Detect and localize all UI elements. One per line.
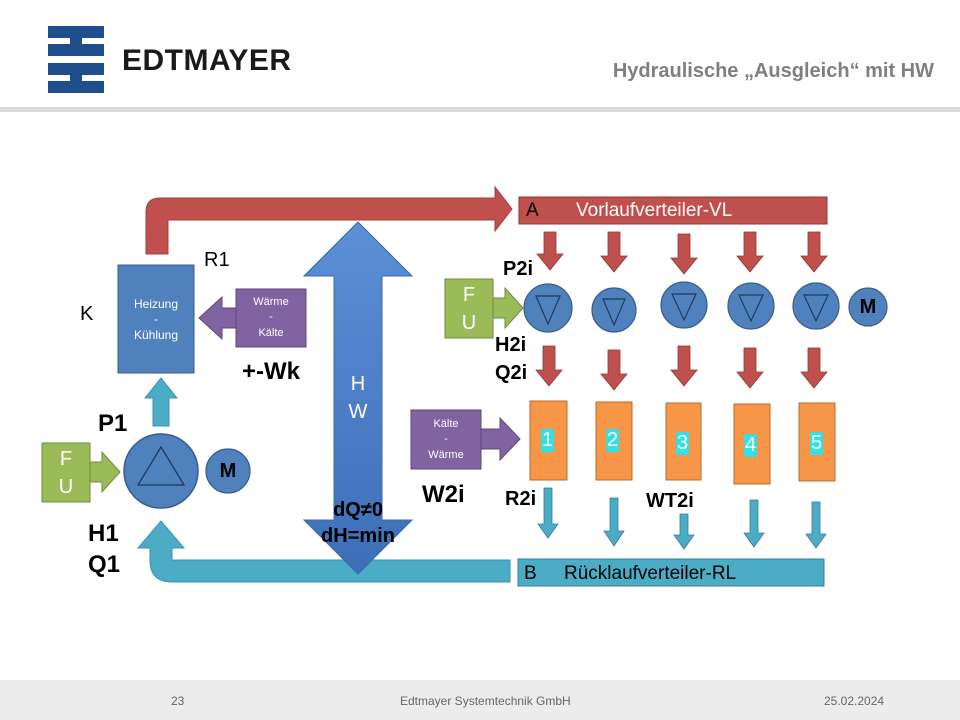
label-wt2i: WT2i bbox=[646, 490, 694, 512]
branch-pump-motor-label: M bbox=[859, 296, 877, 318]
label-wk: +-Wk bbox=[242, 358, 301, 385]
source-box-line-1: Heizung bbox=[133, 297, 179, 311]
kalte-warme-line-2: - bbox=[444, 433, 448, 445]
branch-4 bbox=[727, 231, 775, 548]
branch-2 bbox=[591, 231, 637, 547]
page-title: Hydraulische „Ausgleich“ mit HW bbox=[612, 60, 934, 82]
hw-double-arrow bbox=[302, 221, 414, 575]
warme-kalte-line-2: - bbox=[269, 311, 273, 323]
label-w2i: W2i bbox=[422, 481, 465, 508]
branch-5 bbox=[792, 231, 840, 549]
consumer-number-1: 1 bbox=[541, 429, 555, 452]
ruecklaufverteiler-bar bbox=[517, 558, 825, 587]
label-p1: P1 bbox=[98, 410, 128, 437]
source-box bbox=[117, 264, 195, 374]
branch-pump-motor bbox=[848, 287, 888, 327]
rl-label: Rücklaufverteiler-RL bbox=[564, 563, 737, 584]
footer-date: 25.02.2024 bbox=[824, 694, 885, 708]
kalte-warme-line-3: Wärme bbox=[428, 449, 464, 461]
pump-up-arrow bbox=[143, 377, 179, 427]
fu-left-line-2: U bbox=[58, 476, 74, 498]
hw-line-2: W bbox=[348, 401, 368, 423]
hw-dq-label: dQ≠0 bbox=[333, 499, 383, 521]
vl-label: Vorlaufverteiler-VL bbox=[576, 200, 733, 221]
label-q1: Q1 bbox=[88, 551, 121, 578]
vorlaufverteiler-bar bbox=[518, 196, 828, 225]
label-r1: R1 bbox=[204, 249, 230, 271]
edtmayer-logo-icon bbox=[48, 26, 104, 93]
label-q2i: Q2i bbox=[495, 362, 528, 384]
warme-kalte-line-1: Wärme bbox=[253, 296, 289, 308]
label-r2i: R2i bbox=[505, 488, 537, 510]
fu-left-line-1: F bbox=[59, 448, 73, 470]
label-h2i: H2i bbox=[495, 334, 527, 356]
fu-right-box bbox=[444, 278, 494, 339]
consumer-number-2: 2 bbox=[606, 429, 620, 452]
hw-dh-label: dH=min bbox=[321, 525, 395, 547]
warme-kalte-arrow bbox=[198, 295, 237, 341]
rl-letter: B bbox=[524, 563, 537, 584]
label-h1: H1 bbox=[88, 520, 119, 547]
label-p2i: P2i bbox=[503, 258, 534, 280]
hw-line-1: H bbox=[350, 373, 366, 395]
label-k: K bbox=[80, 303, 94, 325]
kalte-warme-box bbox=[410, 409, 482, 470]
footer-company: Edtmayer Systemtechnik GmbH bbox=[400, 694, 571, 708]
main-pump-motor-label: M bbox=[219, 460, 237, 482]
warme-kalte-line-3: Kälte bbox=[258, 327, 284, 339]
fu-right-line-1: F bbox=[462, 284, 476, 306]
header-divider bbox=[0, 107, 960, 112]
fu-right-arrow bbox=[492, 286, 524, 330]
fu-left-arrow bbox=[89, 450, 121, 494]
source-box-line-2: - bbox=[154, 312, 158, 326]
fu-right-line-2: U bbox=[461, 312, 477, 334]
consumer-number-4: 4 bbox=[744, 434, 758, 457]
vl-letter: A bbox=[526, 200, 539, 221]
footer-page-number: 23 bbox=[171, 694, 185, 708]
kalte-warme-arrow bbox=[480, 416, 521, 462]
return-pipe-arrow bbox=[136, 520, 511, 583]
logo-text: EDTMAYER bbox=[122, 44, 292, 77]
main-pump bbox=[123, 433, 199, 509]
main-pump-motor bbox=[205, 448, 251, 494]
consumer-number-5: 5 bbox=[810, 432, 824, 455]
source-box-line-3: Kühlung bbox=[133, 328, 179, 342]
consumer-number-3: 3 bbox=[676, 432, 690, 455]
supply-pipe-arrow bbox=[145, 185, 513, 255]
footer-bar bbox=[0, 680, 960, 720]
kalte-warme-line-1: Kälte bbox=[433, 418, 459, 430]
